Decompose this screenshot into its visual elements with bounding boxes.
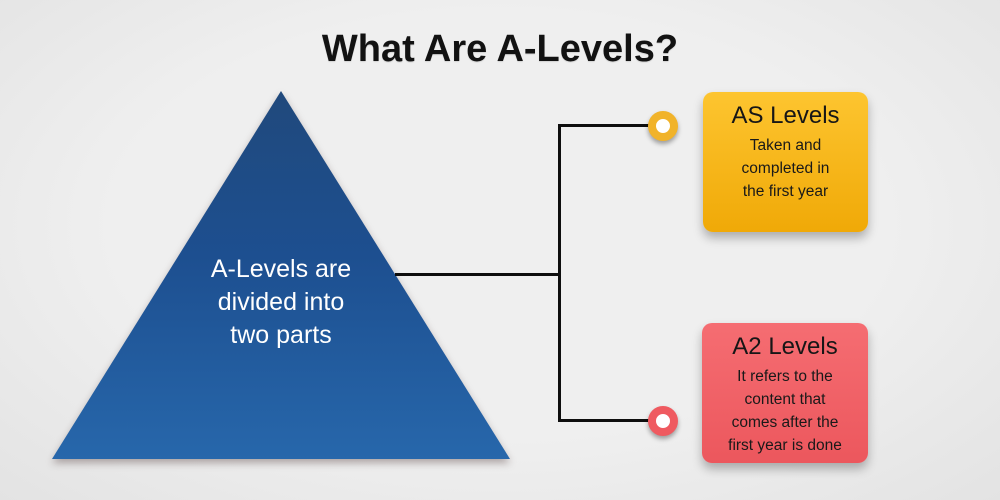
pyramid-label: A-Levels are divided into two parts <box>210 255 352 349</box>
connector-line-as-branch <box>558 124 650 127</box>
connector-line-main <box>395 273 560 276</box>
a2-levels-card-description: It refers to the content that comes afte… <box>728 368 842 454</box>
a2-levels-node-icon <box>648 406 678 436</box>
as-levels-card-title: AS Levels <box>731 102 840 129</box>
page-title: What Are A-Levels? <box>321 28 679 70</box>
a2-levels-card-title: A2 Levels <box>732 333 838 360</box>
a2-levels-card: A2 Levels It refers to the content that … <box>702 323 868 463</box>
connector-line-vertical <box>558 124 561 422</box>
as-levels-node-icon <box>648 111 678 141</box>
as-levels-card-description: Taken and completed in the first year <box>741 137 830 200</box>
connector-line-a2-branch <box>558 419 650 422</box>
as-levels-card: AS Levels Taken and completed in the fir… <box>703 92 868 232</box>
